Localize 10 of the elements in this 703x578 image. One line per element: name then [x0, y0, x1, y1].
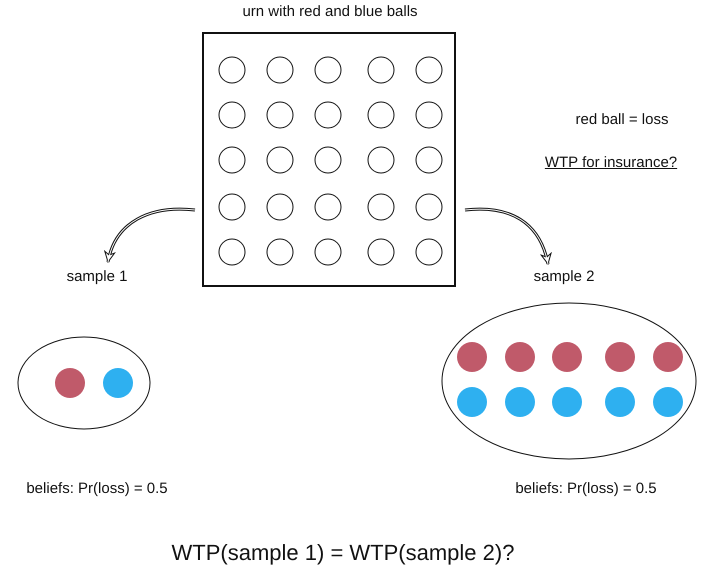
conclusion-question: WTP(sample 1) = WTP(sample 2)?	[172, 540, 514, 566]
curved-arrow	[464, 208, 551, 264]
beliefs-text: beliefs: Pr(loss) = 0.5	[515, 480, 657, 497]
urn-heading: urn with red and blue balls	[242, 3, 418, 20]
sample-heading: sample 2	[534, 268, 594, 285]
sample-heading: sample 1	[66, 268, 128, 285]
beliefs-text: beliefs: Pr(loss) = 0.5	[26, 480, 168, 497]
question-text: WTP for insurance?	[544, 154, 678, 171]
curved-arrow	[105, 208, 196, 262]
legend-note: red ball = loss	[576, 111, 668, 128]
